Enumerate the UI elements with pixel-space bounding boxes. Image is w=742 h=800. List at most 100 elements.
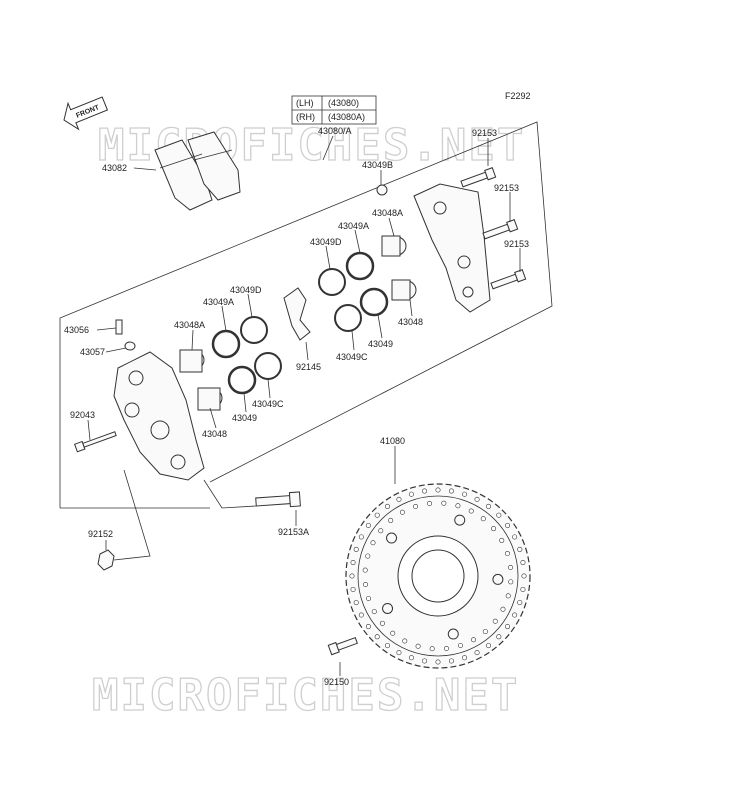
disc-hole bbox=[353, 600, 359, 606]
label-43049-l: 43049 bbox=[232, 413, 257, 423]
label-41080: 41080 bbox=[380, 436, 405, 446]
label-43080a: 43080/A bbox=[318, 126, 352, 136]
legend-side-lh: (LH) bbox=[296, 98, 314, 108]
legend-part-lh: (43080) bbox=[328, 98, 359, 108]
bolts-92153-right bbox=[460, 167, 527, 290]
disc-hole bbox=[362, 581, 368, 587]
disc-hole bbox=[399, 509, 405, 515]
label-43048-r: 43048 bbox=[398, 317, 423, 327]
disc-hole bbox=[486, 503, 492, 509]
disc-hole bbox=[422, 658, 428, 664]
disc-hole bbox=[462, 491, 468, 497]
disc-hole bbox=[365, 624, 371, 630]
label-92153-3: 92153 bbox=[504, 239, 529, 249]
disc-hole bbox=[491, 526, 497, 532]
disc-hole bbox=[505, 624, 511, 630]
disc-hole bbox=[427, 500, 433, 506]
label-92043: 92043 bbox=[70, 410, 95, 420]
disc-holes bbox=[349, 487, 527, 665]
disc-hole bbox=[505, 522, 511, 528]
disc-button bbox=[386, 532, 398, 544]
disc-hole bbox=[350, 560, 356, 566]
disc-hole bbox=[474, 496, 480, 502]
label-43056: 43056 bbox=[64, 325, 89, 335]
right-caliper-body bbox=[413, 183, 491, 313]
disc-hole bbox=[492, 618, 498, 624]
disc-hole bbox=[374, 512, 380, 518]
disc-hole bbox=[457, 642, 463, 648]
label-92145: 92145 bbox=[296, 362, 321, 372]
disc-hole bbox=[396, 496, 402, 502]
disc-button bbox=[447, 628, 459, 640]
disc-hole bbox=[358, 534, 364, 540]
disc-hole bbox=[378, 528, 384, 534]
label-92150: 92150 bbox=[324, 677, 349, 687]
disc-hole bbox=[480, 516, 486, 522]
legend-box: (LH) (43080) (RH) (43080A) bbox=[291, 95, 377, 125]
disc-hole bbox=[396, 650, 402, 656]
disc-hole bbox=[520, 560, 526, 566]
disc-hole bbox=[435, 659, 441, 665]
left-pistons-seals bbox=[179, 316, 282, 411]
disc-hole bbox=[362, 567, 368, 573]
label-43049d-r: 43049D bbox=[310, 237, 342, 247]
washer-43049b bbox=[376, 184, 388, 196]
disc-hole bbox=[371, 609, 377, 615]
disc-hole bbox=[448, 658, 454, 664]
disc-hole bbox=[384, 643, 390, 649]
disc-hole bbox=[520, 586, 526, 592]
disc-hole bbox=[486, 643, 492, 649]
brake-disc-41080 bbox=[345, 483, 531, 669]
legend-part-rh: (43080A) bbox=[328, 112, 365, 122]
disc-hole bbox=[512, 534, 518, 540]
label-43048-l: 43048 bbox=[202, 429, 227, 439]
label-43048a-l: 43048A bbox=[174, 320, 205, 330]
disc-hole bbox=[500, 606, 506, 612]
disc-hole bbox=[517, 600, 523, 606]
disc-hole bbox=[508, 579, 514, 585]
watermark-bottom: MICROFICHES.NET bbox=[92, 670, 519, 721]
disc-hole bbox=[408, 655, 414, 661]
brake-pads bbox=[154, 131, 241, 211]
disc-hole bbox=[496, 512, 502, 518]
disc-hole bbox=[379, 620, 385, 626]
label-43048a-r: 43048A bbox=[372, 208, 403, 218]
nut-92152 bbox=[97, 549, 115, 571]
disc-hole bbox=[443, 646, 449, 652]
disc-hole bbox=[384, 503, 390, 509]
label-43049c-r: 43049C bbox=[336, 352, 368, 362]
disc-hole bbox=[365, 553, 371, 559]
bolt-92043 bbox=[73, 431, 117, 453]
left-caliper-body bbox=[113, 351, 205, 481]
disc-button bbox=[492, 573, 504, 585]
label-92153a: 92153A bbox=[278, 527, 309, 537]
disc-hole bbox=[402, 638, 408, 644]
disc-hole bbox=[462, 655, 468, 661]
label-92153-2: 92153 bbox=[494, 183, 519, 193]
disc-hole bbox=[374, 634, 380, 640]
label-92152: 92152 bbox=[88, 529, 113, 539]
legend-side-rh: (RH) bbox=[296, 112, 315, 122]
disc-hole bbox=[422, 488, 428, 494]
disc-hole bbox=[471, 637, 477, 643]
disc-hole bbox=[365, 522, 371, 528]
disc-hole bbox=[353, 546, 359, 552]
label-43049a-l: 43049A bbox=[203, 297, 234, 307]
disc-hole bbox=[512, 612, 518, 618]
disc-hole bbox=[517, 546, 523, 552]
disc-hole bbox=[448, 488, 454, 494]
disc-hole bbox=[474, 650, 480, 656]
disc-hole bbox=[508, 565, 514, 571]
disc-hole bbox=[370, 540, 376, 546]
disc-hole bbox=[366, 595, 372, 601]
disc-hole bbox=[441, 500, 447, 506]
disc-hole bbox=[358, 612, 364, 618]
label-92153-1: 92153 bbox=[472, 128, 497, 138]
disc-button bbox=[382, 602, 394, 614]
label-43049-r: 43049 bbox=[368, 339, 393, 349]
disc-hole bbox=[388, 517, 394, 523]
disc-hole bbox=[455, 503, 461, 509]
label-43057: 43057 bbox=[80, 347, 105, 357]
disc-hole bbox=[499, 537, 505, 543]
